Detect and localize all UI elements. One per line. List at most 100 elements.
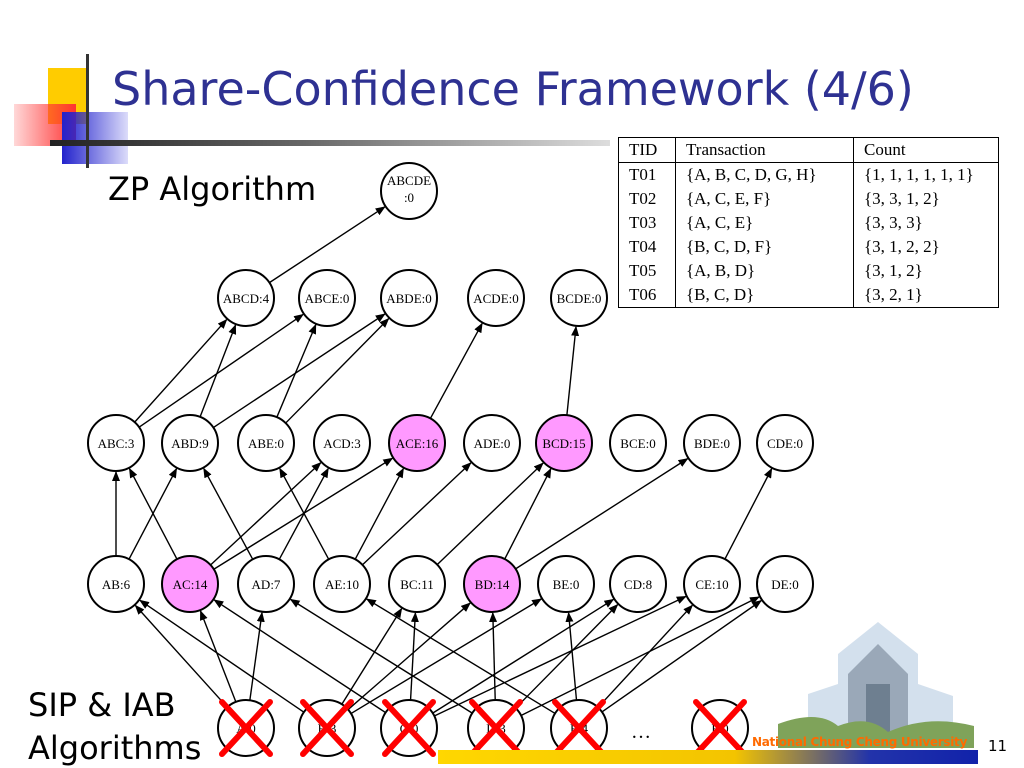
table-cell: {3, 3, 1, 2} <box>853 187 999 211</box>
node-label: BCD:15 <box>542 436 585 451</box>
ellipsis: … <box>631 721 651 743</box>
table-row: T01{A, B, C, D, G, H}{1, 1, 1, 1, 1, 1} <box>618 162 999 187</box>
edge-AE-ABE <box>279 467 330 560</box>
edge-ABCD-ABCDE <box>269 206 386 284</box>
node-label: CDE:0 <box>767 436 803 451</box>
building-illustration <box>778 614 974 748</box>
node-DE: DE:0 <box>756 555 814 613</box>
edge-AD-ABD <box>203 467 254 560</box>
node-label: AD:7 <box>252 577 281 592</box>
table-row: T02{A, C, E, F}{3, 3, 1, 2} <box>618 187 999 211</box>
node-circle <box>683 555 741 613</box>
cross-mark-E <box>552 699 606 757</box>
node-circle <box>380 269 438 327</box>
cross-mark-A <box>219 699 273 757</box>
node-label: ACE:16 <box>396 436 439 451</box>
node-BDE: BDE:0 <box>683 414 741 472</box>
node-ABDE: ABDE:0 <box>380 269 438 327</box>
edge-AE-ADE <box>361 462 472 566</box>
node-label: ADE:0 <box>474 436 511 451</box>
table-row: T05{A, B, D}{3, 1, 2} <box>618 259 999 283</box>
node-ABCE: ABCE:0 <box>298 269 356 327</box>
table-cell: T03 <box>618 211 676 235</box>
edge-AC-ACD <box>210 462 322 566</box>
node-circle <box>87 414 145 472</box>
table-cell: {A, C, E} <box>675 211 854 235</box>
edge-B-BC <box>341 607 403 705</box>
node-ABCD: ABCD:4 <box>217 269 275 327</box>
node-circle <box>298 269 356 327</box>
sip-iab-label-line2: Algorithms <box>28 729 202 767</box>
node-label: ACD:3 <box>323 436 361 451</box>
cross-stroke <box>300 699 354 757</box>
node-circle <box>313 414 371 472</box>
edge-BD-BDE <box>515 458 689 570</box>
sip-iab-label-line1: SIP & IAB <box>28 686 176 724</box>
building-image <box>778 614 974 748</box>
edge-A-AD <box>249 611 265 701</box>
node-label: ABCDE <box>387 173 431 188</box>
footer-bar <box>438 750 978 764</box>
node-circle <box>609 555 667 613</box>
node-ACE: ACE:16 <box>388 414 446 472</box>
edge-E-CE <box>597 604 694 708</box>
edge-C-CD <box>432 598 615 714</box>
edge-BCD-BCDE <box>566 325 580 416</box>
edge-AE-ACE <box>354 467 404 560</box>
cross-mark-C <box>382 699 436 757</box>
node-AE: AE:10 <box>313 555 371 613</box>
node-BCDE: BCDE:0 <box>550 269 608 327</box>
node-ABE: ABE:0 <box>237 414 295 472</box>
cross-stroke <box>469 699 523 757</box>
edge-A-AB <box>134 604 228 708</box>
edge-D-AD <box>289 598 473 714</box>
title-underline <box>50 140 610 146</box>
node-circle <box>537 555 595 613</box>
node-circle <box>609 414 667 472</box>
table-cell: {3, 1, 2} <box>853 259 999 283</box>
column-header: TID <box>618 137 676 163</box>
table-cell: {B, C, D, F} <box>675 235 854 259</box>
edge-E-DE <box>601 600 763 713</box>
node-label: CD:8 <box>624 577 652 592</box>
corner-blue-block <box>62 112 128 164</box>
node-label: ABC:3 <box>98 436 135 451</box>
node-label: AC:14 <box>173 577 208 592</box>
table-cell: T02 <box>618 187 676 211</box>
node-circle <box>683 414 741 472</box>
node-BD: BD:14 <box>463 555 521 613</box>
table-cell: T04 <box>618 235 676 259</box>
table-cell: {3, 1, 2, 2} <box>853 235 999 259</box>
edge-BC-BCD <box>436 462 544 566</box>
edge-A-AC <box>199 610 237 703</box>
node-circle <box>161 555 219 613</box>
node-circle <box>535 414 593 472</box>
edge-D-DE <box>520 596 760 717</box>
node-CD: CD:8 <box>609 555 667 613</box>
node-circle <box>756 555 814 613</box>
edge-D-CD <box>515 603 619 709</box>
table-cell: {A, C, E, F} <box>675 187 854 211</box>
edge-B-BD <box>347 602 471 711</box>
edge-CE-CDE <box>724 467 773 560</box>
node-circle <box>463 414 521 472</box>
table-row: T03{A, C, E}{3, 3, 3} <box>618 211 999 235</box>
node-CE: CE:10 <box>683 555 741 613</box>
node-circle <box>467 269 525 327</box>
node-ABD: ABD:9 <box>161 414 219 472</box>
node-circle <box>463 555 521 613</box>
edge-BD-BCD <box>504 467 552 560</box>
node-ABC: ABC:3 <box>87 414 145 472</box>
node-label: ABCE:0 <box>305 291 350 306</box>
node-label: BDE:0 <box>694 436 730 451</box>
node-label: BCDE:0 <box>557 291 602 306</box>
node-circle <box>87 555 145 613</box>
edge-B-BE <box>350 598 543 715</box>
edge-D-BD <box>489 611 498 701</box>
node-label: ABDE:0 <box>386 291 432 306</box>
node-circle <box>237 414 295 472</box>
node-label: BE:0 <box>553 577 580 592</box>
table-cell: T01 <box>618 162 676 187</box>
